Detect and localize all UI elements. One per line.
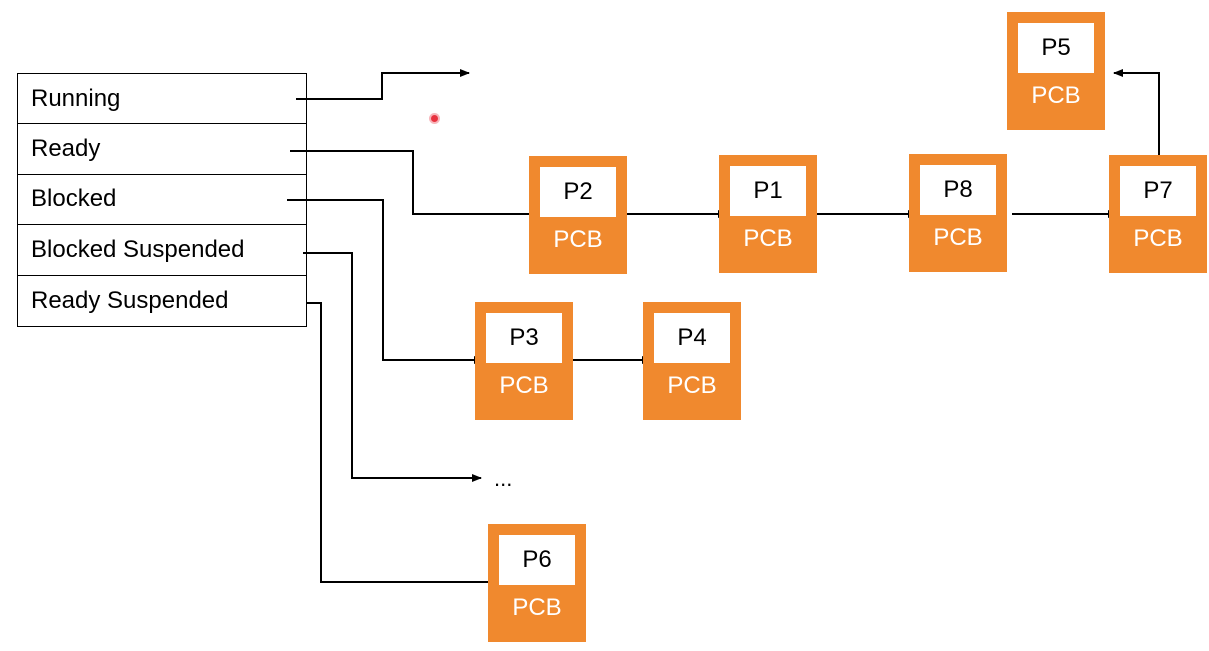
- state-running: Running: [18, 74, 306, 125]
- process-id: P5: [1018, 23, 1094, 73]
- pcb-label: PCB: [499, 372, 549, 399]
- arrow-blocked-suspended: [303, 252, 482, 482]
- pcb-label: PCB: [553, 226, 603, 253]
- arrow-running: [296, 69, 470, 100]
- process-id: P6: [499, 535, 575, 585]
- pcb-p1: P1 PCB: [719, 155, 817, 273]
- process-id: P3: [486, 313, 562, 363]
- process-id: P1: [730, 166, 806, 216]
- pcb-label: PCB: [1133, 225, 1183, 252]
- process-state-table: Running Ready Blocked Blocked Suspended …: [17, 73, 307, 327]
- pcb-p8: P8 PCB: [909, 154, 1007, 272]
- pcb-p2: P2 PCB: [529, 156, 627, 274]
- state-ready: Ready: [18, 124, 306, 175]
- laser-pointer-dot: [431, 115, 438, 122]
- pcb-p3: P3 PCB: [475, 302, 573, 420]
- pcb-p7: P7 PCB: [1109, 155, 1207, 273]
- state-blocked: Blocked: [18, 175, 306, 226]
- arrow-ready-to-p2: [290, 150, 539, 218]
- pcb-p5: P5 PCB: [1007, 12, 1105, 130]
- arrow-p7-to-p5: [1113, 69, 1160, 155]
- pcb-label: PCB: [512, 594, 562, 621]
- state-label: Running: [31, 84, 121, 112]
- pcb-label: PCB: [1031, 82, 1081, 109]
- pcb-label: PCB: [743, 225, 793, 252]
- arrow-blocked-to-p3: [287, 199, 484, 364]
- pcb-label: PCB: [933, 224, 983, 251]
- state-label: Ready Suspended: [31, 286, 229, 314]
- pcb-label: PCB: [667, 372, 717, 399]
- state-label: Ready: [31, 135, 101, 163]
- state-blocked-suspended: Blocked Suspended: [18, 225, 306, 276]
- state-ready-suspended: Ready Suspended: [18, 276, 306, 326]
- process-id: P2: [540, 167, 616, 217]
- pcb-p4: P4 PCB: [643, 302, 741, 420]
- process-id: P4: [654, 313, 730, 363]
- state-label: Blocked: [31, 185, 117, 213]
- state-label: Blocked Suspended: [31, 235, 245, 263]
- process-id: P8: [920, 165, 996, 215]
- ellipsis-more: ...: [494, 466, 513, 491]
- process-id: P7: [1120, 166, 1196, 216]
- arrow-ready-suspended-to-p6: [307, 302, 498, 586]
- pcb-p6: P6 PCB: [488, 524, 586, 642]
